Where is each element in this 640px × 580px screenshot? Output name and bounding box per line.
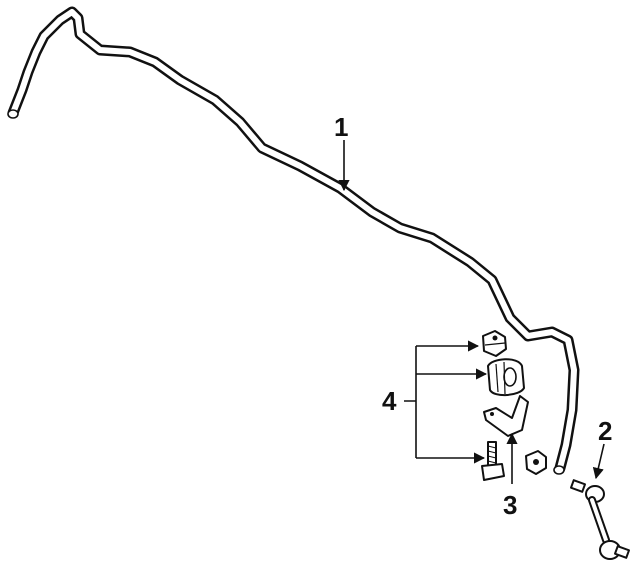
- leader-lines: [338, 140, 605, 484]
- stabilizer-bar: [7, 6, 580, 475]
- lower-nut: [525, 450, 547, 475]
- leader-2: [592, 443, 605, 480]
- rubber-bushing: [487, 358, 525, 396]
- callout-1: 1: [334, 112, 348, 142]
- callout-4: 4: [382, 386, 397, 416]
- stabilizer-link: [569, 479, 631, 560]
- bar-end-right: [553, 465, 565, 475]
- callout-3: 3: [503, 490, 517, 520]
- bolt: [481, 441, 505, 481]
- upper-nut: [482, 330, 507, 357]
- leader-4-trunk: [404, 346, 417, 458]
- bar-end-left: [7, 109, 19, 119]
- callout-2: 2: [598, 416, 612, 446]
- bracket: [483, 395, 529, 437]
